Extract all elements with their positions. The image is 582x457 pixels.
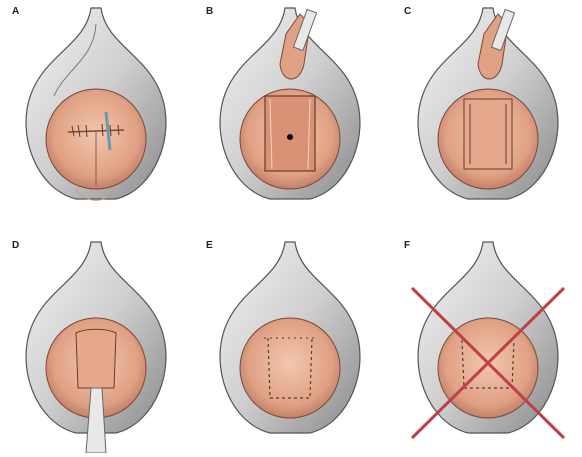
panel-e: E [200, 238, 380, 453]
panel-a-illustration [6, 4, 186, 219]
panel-label: D [12, 240, 19, 251]
panel-label: E [206, 240, 213, 251]
panel-label: B [206, 6, 213, 17]
panel-a: A [6, 4, 186, 219]
panel-b-illustration [200, 4, 380, 219]
panel-label: A [12, 6, 19, 17]
panel-f: F [398, 238, 578, 453]
panel-f-illustration [398, 238, 578, 453]
panel-d-illustration [6, 238, 186, 453]
panel-e-illustration [200, 238, 380, 453]
panel-label: F [404, 240, 410, 251]
panel-label: C [404, 6, 411, 17]
panel-b: B [200, 4, 380, 219]
panel-d: D [6, 238, 186, 453]
panel-c-illustration [398, 4, 578, 219]
panel-c: C [398, 4, 578, 219]
